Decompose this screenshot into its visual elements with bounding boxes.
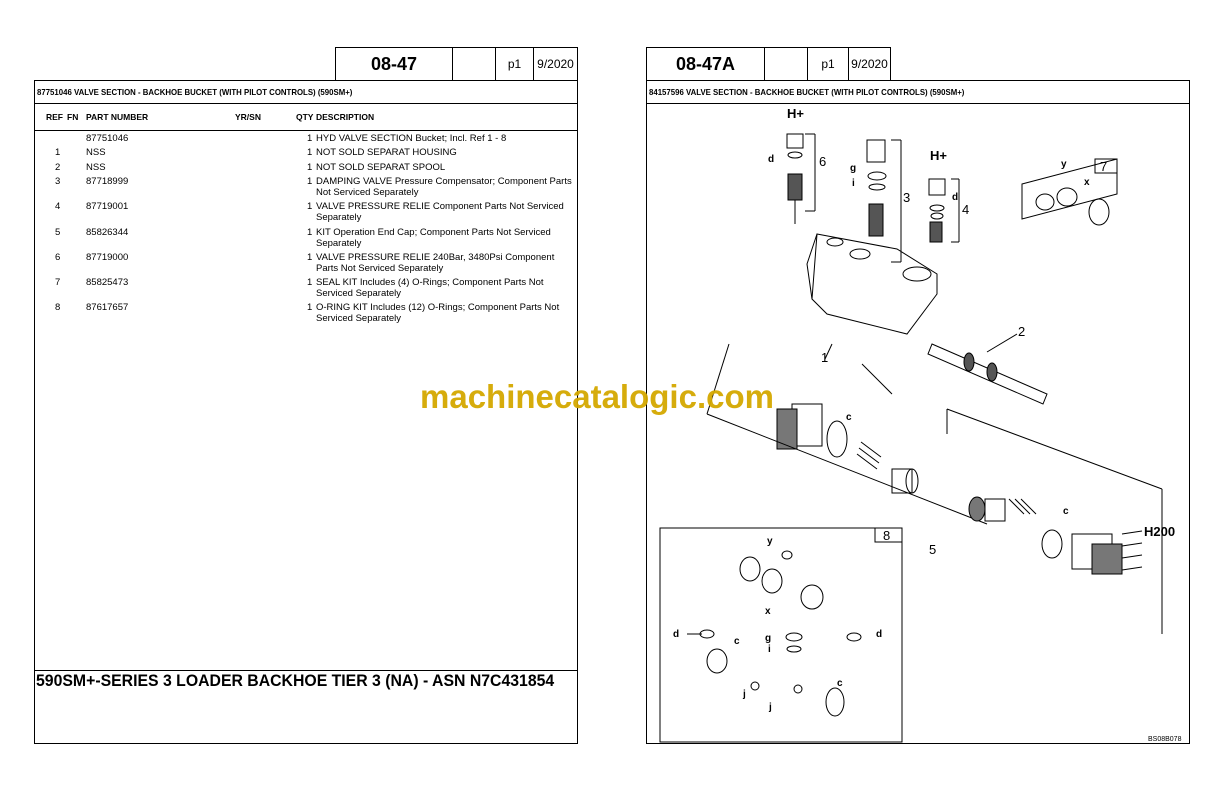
blank-cell bbox=[764, 47, 808, 81]
col-qty: QTY bbox=[296, 112, 314, 122]
callout-7: 7 bbox=[1100, 159, 1107, 174]
label-y: y bbox=[767, 536, 773, 547]
label-i: i bbox=[768, 644, 771, 655]
col-ref: REF bbox=[46, 112, 63, 122]
blank-cell bbox=[452, 47, 496, 81]
part-number: 85825473 bbox=[86, 277, 129, 289]
label-c: c bbox=[837, 678, 843, 689]
col-desc: DESCRIPTION bbox=[316, 112, 375, 122]
label-d: d bbox=[876, 629, 882, 640]
section-title-right: 84157596 VALVE SECTION - BACKHOE BUCKET … bbox=[649, 87, 965, 97]
section-title: 87751046 VALVE SECTION - BACKHOE BUCKET … bbox=[37, 87, 353, 97]
part-number: 87719000 bbox=[86, 251, 129, 263]
label-j: j bbox=[768, 702, 772, 713]
part-number: NSS bbox=[86, 147, 106, 159]
label-x: x bbox=[1084, 177, 1090, 188]
callout-5: 5 bbox=[929, 542, 936, 557]
col-part: PART NUMBER bbox=[86, 112, 149, 122]
ref: 2 bbox=[55, 161, 61, 173]
description: DAMPING VALVE Pressure Compensator; Comp… bbox=[316, 175, 572, 198]
label-c: c bbox=[1063, 506, 1069, 517]
label-d: d bbox=[952, 192, 958, 203]
end-cap-left bbox=[706, 343, 988, 525]
description: VALVE PRESSURE RELIE Component Parts Not… bbox=[316, 201, 564, 224]
kit-7-box bbox=[1021, 158, 1118, 226]
label-h200: H200 bbox=[1144, 524, 1175, 539]
ref: 6 bbox=[55, 251, 61, 263]
qty: 1 bbox=[307, 133, 313, 144]
qty: 1 bbox=[307, 147, 313, 159]
part-6-relief-valve bbox=[786, 133, 816, 224]
ref: 5 bbox=[55, 226, 61, 238]
label-x: x bbox=[765, 606, 771, 617]
page-code-right: 08-47A bbox=[646, 47, 765, 81]
qty: 1 bbox=[307, 201, 313, 213]
label-d: d bbox=[673, 629, 679, 640]
label-h-plus-2: H+ bbox=[930, 148, 947, 163]
col-fn: FN bbox=[67, 112, 79, 122]
end-cap-right bbox=[946, 408, 1163, 634]
callout-2: 2 bbox=[1018, 324, 1025, 339]
page-number-right: p1 bbox=[807, 47, 849, 81]
qty: 1 bbox=[307, 277, 313, 289]
label-y: y bbox=[1061, 159, 1067, 170]
description: VALVE PRESSURE RELIE 240Bar, 3480Psi Com… bbox=[316, 251, 555, 274]
part-number: NSS bbox=[86, 161, 106, 173]
label-g: g bbox=[765, 633, 771, 644]
ref: 1 bbox=[55, 147, 61, 159]
qty: 1 bbox=[307, 302, 313, 314]
part-4-relief-valve bbox=[928, 178, 960, 243]
ref: 7 bbox=[55, 277, 61, 289]
part-number: 87617657 bbox=[86, 302, 129, 314]
part-number: 85826344 bbox=[86, 226, 129, 238]
parts-list-panel: 87751046 VALVE SECTION - BACKHOE BUCKET … bbox=[34, 80, 578, 744]
qty: 1 bbox=[307, 251, 313, 263]
label-d: d bbox=[768, 154, 774, 165]
part-number: 87718999 bbox=[86, 175, 129, 187]
callout-3: 3 bbox=[903, 190, 910, 205]
part-number: 87751046 bbox=[86, 133, 129, 144]
label-j: j bbox=[742, 689, 746, 700]
qty: 1 bbox=[307, 175, 313, 187]
ref: 8 bbox=[55, 302, 61, 314]
label-h-plus: H+ bbox=[787, 106, 804, 121]
part-number: 87719001 bbox=[86, 201, 129, 213]
page-number: p1 bbox=[495, 47, 534, 81]
description: KIT Operation End Cap; Component Parts N… bbox=[316, 226, 551, 249]
part-3-damping-valve bbox=[866, 139, 902, 263]
label-i: i bbox=[852, 178, 855, 189]
label-c: c bbox=[734, 636, 740, 647]
callout-4: 4 bbox=[962, 202, 969, 217]
diagram-panel: 84157596 VALVE SECTION - BACKHOE BUCKET … bbox=[646, 80, 1190, 744]
callout-1: 1 bbox=[821, 350, 828, 365]
part-1-housing bbox=[806, 233, 938, 360]
qty: 1 bbox=[307, 161, 313, 173]
ref: 3 bbox=[55, 175, 61, 187]
part-2-spool bbox=[927, 333, 1048, 405]
description: HYD VALVE SECTION Bucket; Incl. Ref 1 - … bbox=[316, 133, 507, 144]
callout-6: 6 bbox=[819, 154, 826, 169]
callout-8: 8 bbox=[883, 528, 890, 543]
description: SEAL KIT Includes (4) O-Rings; Component… bbox=[316, 277, 544, 300]
diagram-code: BS08B078 bbox=[1148, 736, 1182, 743]
ref: 4 bbox=[55, 201, 61, 213]
label-c: c bbox=[846, 412, 852, 423]
exploded-parts-diagram: H+ H+ H200 d g i d y x c c y x d c g i d… bbox=[659, 106, 1182, 743]
watermark: machinecatalogic.com bbox=[420, 378, 774, 415]
page-code: 08-47 bbox=[335, 47, 453, 81]
description: NOT SOLD SEPARAT SPOOL bbox=[316, 161, 446, 173]
kit-8-box bbox=[659, 527, 903, 743]
page-date-right: 9/2020 bbox=[848, 47, 891, 81]
description: NOT SOLD SEPARAT HOUSING bbox=[316, 147, 457, 159]
col-yrsn: YR/SN bbox=[235, 112, 261, 122]
label-g: g bbox=[850, 163, 856, 174]
description: O-RING KIT Includes (12) O-Rings; Compon… bbox=[316, 302, 560, 325]
qty: 1 bbox=[307, 226, 313, 238]
model-title: 590SM+-SERIES 3 LOADER BACKHOE TIER 3 (N… bbox=[36, 671, 555, 690]
page-date: 9/2020 bbox=[533, 47, 578, 81]
